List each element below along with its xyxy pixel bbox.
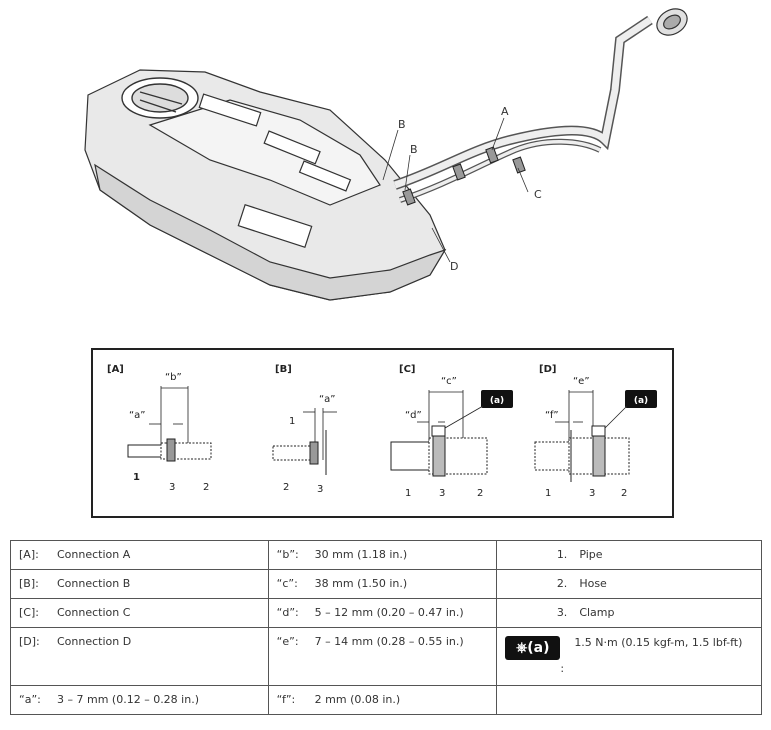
connection-detail-panel: [A] “b” “a” 1 3 2 [B] “a”: [91, 348, 674, 518]
svg-text:“a”: “a”: [319, 394, 336, 405]
legend-table: [A]:Connection A “b”:30 mm (1.18 in.) 1.…: [10, 540, 762, 715]
filler-neck-pipe: [393, 15, 653, 203]
svg-text:2: 2: [283, 482, 289, 493]
svg-text:(a): (a): [634, 396, 648, 406]
callout-b-upper: B: [398, 118, 406, 131]
svg-text:2: 2: [203, 482, 209, 493]
svg-text:“d”: “d”: [405, 410, 422, 421]
svg-text:3: 3: [169, 482, 175, 493]
filler-cap: [656, 8, 688, 36]
svg-text:3: 3: [439, 488, 445, 499]
callout-a: A: [501, 105, 509, 118]
callout-b-lower: B: [410, 143, 418, 156]
table-row: [C]:Connection C “d”:5 – 12 mm (0.20 – 0…: [10, 598, 762, 628]
detail-connection-d: [D] “e” “f” (a) 1 3 2: [534, 364, 657, 499]
detail-connection-c: [C] “c” “d” (a) 1 3 2: [390, 364, 513, 499]
svg-text:[C]: [C]: [399, 364, 415, 375]
torque-value: 1.5 N·m (0.15 kgf-m, 1.5 lbf-ft): [574, 636, 743, 649]
callout-c: C: [534, 188, 542, 201]
svg-text:1: 1: [545, 488, 551, 499]
callout-d: D: [450, 260, 458, 273]
svg-text:“a”: “a”: [129, 410, 146, 421]
torque-wrench-icon: ⎈(a): [505, 636, 561, 660]
svg-text:2: 2: [621, 488, 627, 499]
table-row: [D]:Connection D “e”:7 – 14 mm (0.28 – 0…: [10, 627, 762, 686]
svg-text:[A]: [A]: [107, 364, 124, 375]
svg-text:“c”: “c”: [441, 376, 457, 387]
detail-connection-a: [A] “b” “a” 1 3 2: [107, 364, 212, 493]
svg-text:3: 3: [589, 488, 595, 499]
svg-text:“e”: “e”: [573, 376, 590, 387]
detail-connection-b: [B] “a” 1 2 3: [272, 364, 337, 495]
table-row: “a”:3 – 7 mm (0.12 – 0.28 in.) “f”:2 mm …: [10, 685, 762, 715]
svg-text:1: 1: [405, 488, 411, 499]
svg-text:“f”: “f”: [545, 410, 559, 421]
svg-text:[D]: [D]: [539, 364, 556, 375]
svg-text:1: 1: [133, 472, 140, 483]
table-row: [A]:Connection A “b”:30 mm (1.18 in.) 1.…: [10, 540, 762, 570]
fuel-pump-ring: [121, 77, 199, 119]
svg-text:2: 2: [477, 488, 483, 499]
table-row: [B]:Connection B “c”:38 mm (1.50 in.) 2.…: [10, 569, 762, 599]
fuel-tank-illustration: A B B C D: [84, 8, 688, 301]
svg-text:[B]: [B]: [275, 364, 292, 375]
svg-text:(a): (a): [490, 396, 504, 406]
svg-text:1: 1: [289, 416, 295, 427]
svg-text:“b”: “b”: [165, 372, 182, 383]
svg-text:3: 3: [317, 484, 323, 495]
